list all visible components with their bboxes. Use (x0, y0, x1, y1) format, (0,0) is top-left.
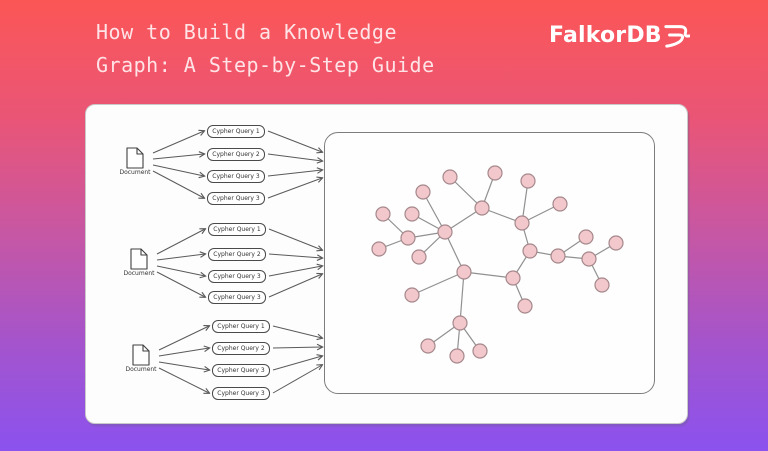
title-line-1: How to Build a Knowledge (96, 20, 397, 44)
falkordb-logo: FalkorDB (549, 20, 690, 50)
page-title: How to Build a Knowledge Graph: A Step-b… (96, 16, 435, 82)
falkordb-bracket-icon (664, 25, 690, 48)
graph-canvas (324, 132, 655, 394)
diagram-card (85, 104, 688, 424)
title-line-2: Graph: A Step-by-Step Guide (96, 53, 435, 77)
falkordb-logo-text: FalkorDB (549, 22, 662, 48)
